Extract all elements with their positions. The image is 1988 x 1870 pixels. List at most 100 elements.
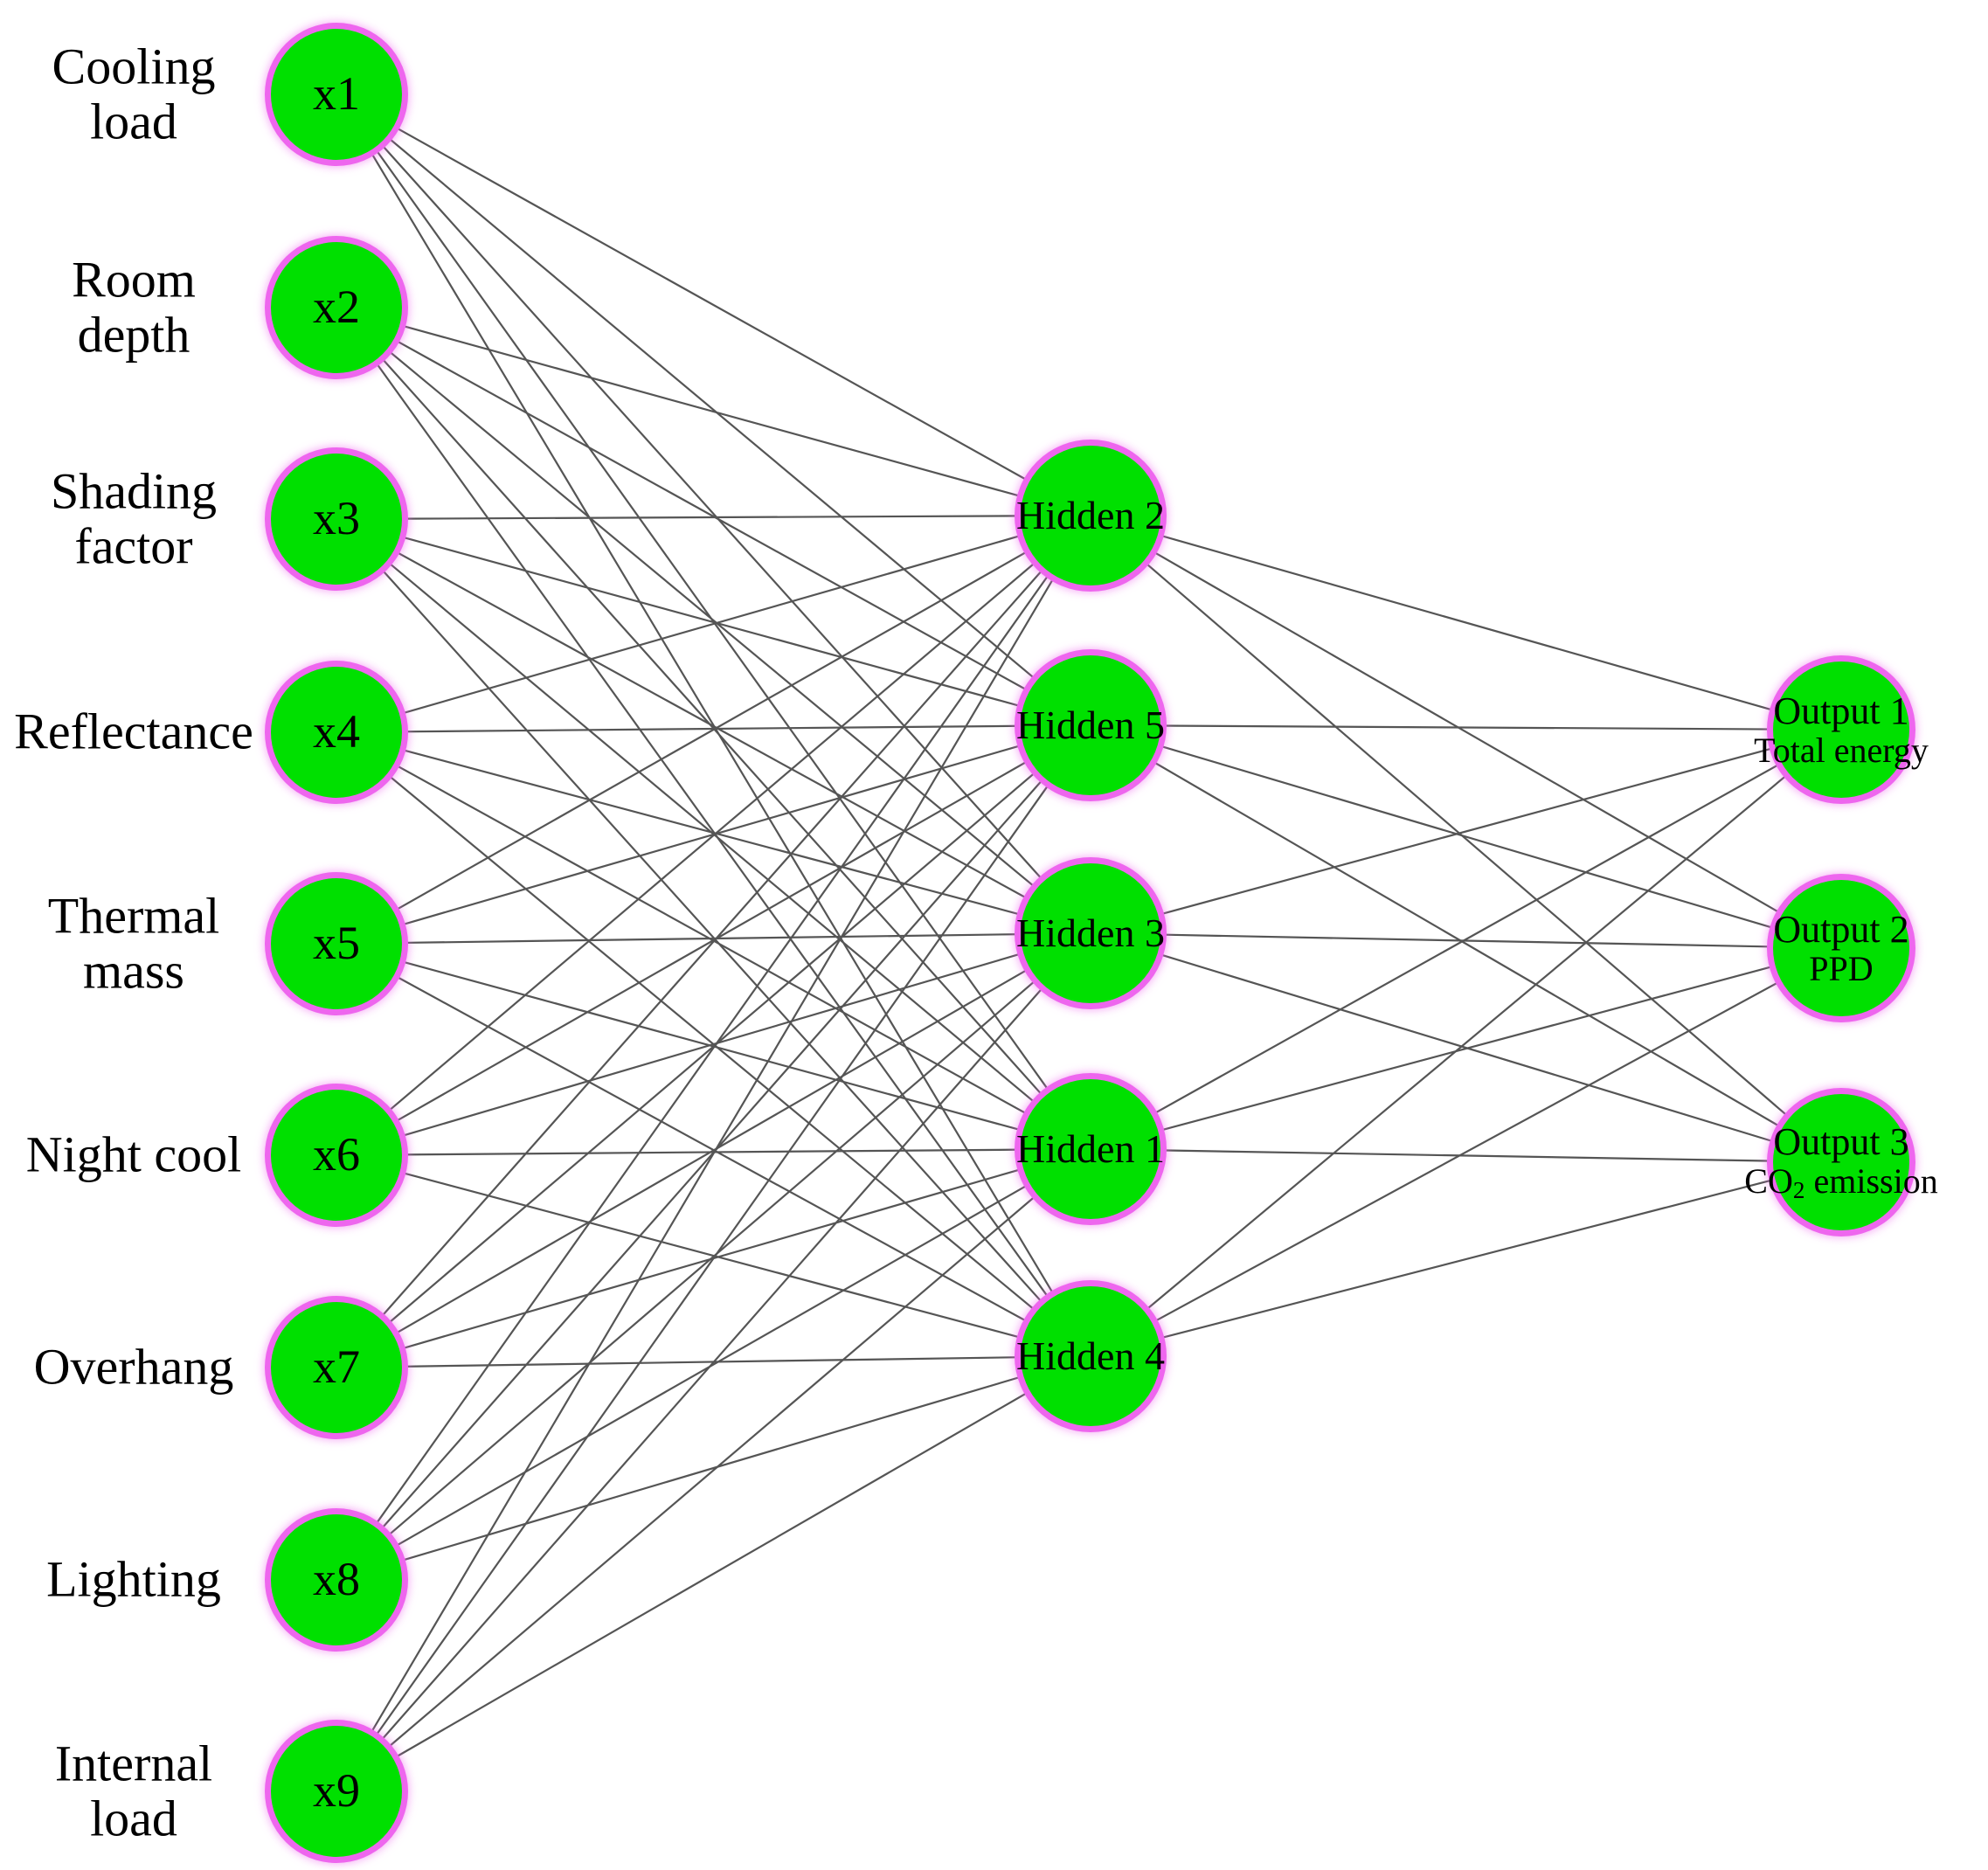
input-node-x2[interactable]: x2: [271, 242, 402, 373]
input-node-label: x3: [313, 492, 360, 545]
connection-edge: [379, 142, 1045, 883]
connection-edge: [398, 952, 1024, 1138]
caption-line: Shading: [50, 462, 218, 520]
connection-edge: [392, 549, 1030, 912]
hidden-node-label: Hidden 4: [1016, 1333, 1165, 1378]
connection-edge: [385, 770, 1038, 1326]
connection-edge: [392, 125, 1030, 482]
connection-edge: [385, 978, 1038, 1539]
subscript: 2: [1792, 1177, 1805, 1204]
caption-line: Lighting: [46, 1550, 221, 1608]
connection-edge: [392, 758, 1031, 1124]
hidden-node-h3[interactable]: Hidden 3: [1016, 863, 1165, 1003]
connection-edge: [399, 535, 1024, 708]
connection-edge: [1157, 746, 1777, 917]
connection-edge: [1150, 759, 1784, 1129]
input-caption-x7: Overhang: [0, 1340, 278, 1396]
hidden-node-label: Hidden 3: [1016, 910, 1165, 955]
caption-line: Reflectance: [14, 703, 253, 760]
output-label-line2: PPD: [1809, 949, 1874, 989]
connection-edge: [369, 149, 1056, 1297]
connection-edge: [373, 360, 1051, 1300]
input-node-x1[interactable]: x1: [271, 29, 402, 160]
connection-edge: [386, 349, 1038, 890]
connection-edge: [1143, 772, 1790, 1312]
input-node-label: x1: [313, 67, 360, 121]
connection-edge: [385, 135, 1038, 682]
hidden-node-label: Hidden 2: [1016, 492, 1165, 537]
input-node-label: x5: [313, 917, 360, 970]
caption-line: Night cool: [25, 1125, 242, 1183]
caption-line: Internal: [54, 1735, 213, 1792]
input-node-x4[interactable]: x4: [271, 667, 402, 798]
connection-edge: [393, 550, 1030, 901]
connection-edge: [401, 933, 1022, 945]
connection-edge: [393, 338, 1030, 693]
caption-line: load: [90, 1790, 177, 1846]
connection-edge: [393, 763, 1030, 1117]
connection-edge: [399, 323, 1024, 498]
connection-edge: [379, 566, 1045, 1306]
input-node-x9[interactable]: x9: [271, 1726, 402, 1857]
input-node-label: x9: [313, 1764, 360, 1818]
connection-edge: [1151, 762, 1783, 1116]
connection-edge: [401, 724, 1022, 733]
hidden-node-h2[interactable]: Hidden 2: [1016, 446, 1165, 585]
output-label-line1: Output 2: [1773, 907, 1909, 951]
connection-edge: [1158, 1178, 1776, 1340]
connection-edge: [393, 974, 1030, 1324]
connection-edge: [1142, 560, 1791, 1119]
input-node-label: x8: [313, 1553, 360, 1606]
input-node-label: x6: [313, 1128, 360, 1181]
connection-edge: [379, 356, 1045, 1098]
connection-edge: [401, 1356, 1022, 1368]
connection-edge: [1157, 744, 1777, 930]
input-node-x3[interactable]: x3: [271, 454, 402, 585]
connection-edge: [378, 567, 1045, 1319]
caption-line: Overhang: [33, 1338, 234, 1396]
caption-line: depth: [77, 306, 190, 363]
input-node-label: x4: [313, 705, 360, 758]
connection-edge: [398, 1375, 1024, 1562]
connection-edge: [378, 985, 1046, 1743]
caption-line: Room: [72, 251, 196, 308]
connection-edge: [1151, 980, 1782, 1324]
caption-line: factor: [74, 517, 193, 574]
connection-edge: [385, 1194, 1038, 1750]
input-node-x8[interactable]: x8: [271, 1514, 402, 1645]
connection-edge: [1160, 724, 1774, 731]
connection-edge: [386, 772, 1038, 1312]
connection-edge: [373, 781, 1051, 1739]
connection-edge: [392, 966, 1031, 1336]
caption-line: mass: [83, 942, 184, 999]
connection-edge: [373, 571, 1051, 1527]
input-node-x6[interactable]: x6: [271, 1090, 402, 1221]
input-node-x5[interactable]: x5: [271, 878, 402, 1009]
hidden-node-h4[interactable]: Hidden 4: [1016, 1286, 1165, 1426]
input-caption-x4: Reflectance: [0, 703, 278, 760]
hidden-node-h5[interactable]: Hidden 5: [1016, 655, 1165, 795]
caption-line: Cooling: [52, 38, 216, 95]
connection-edge: [392, 1390, 1031, 1760]
connection-edge: [401, 515, 1022, 520]
connection-edge: [369, 575, 1056, 1735]
input-caption-x8: Lighting: [0, 1550, 278, 1608]
connection-edge: [398, 744, 1024, 927]
input-node-x7[interactable]: x7: [271, 1302, 402, 1433]
hidden-node-h1[interactable]: Hidden 1: [1016, 1079, 1165, 1219]
connection-edge: [399, 1171, 1023, 1340]
connection-edge: [1150, 549, 1783, 916]
connection-edge: [1157, 533, 1777, 712]
hidden-node-label: Hidden 5: [1016, 702, 1165, 747]
